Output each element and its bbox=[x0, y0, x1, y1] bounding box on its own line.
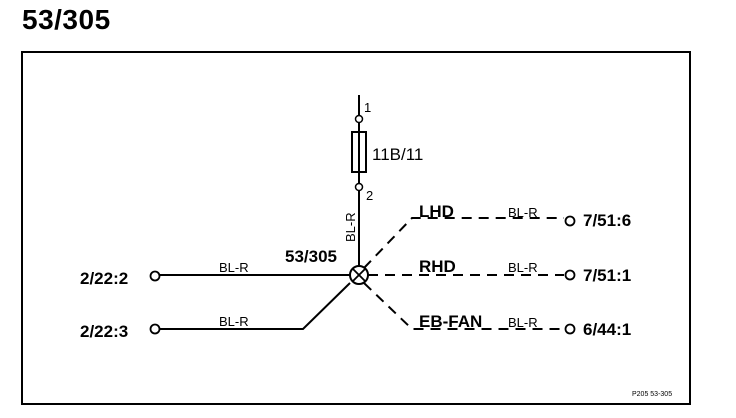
connector-terminal bbox=[149, 323, 161, 335]
wire-color: BL-R bbox=[508, 260, 538, 275]
left-connection-1: 2/22:2 BL-R bbox=[80, 260, 350, 288]
connector-label: 2/22:3 bbox=[80, 322, 128, 341]
diagram-frame bbox=[21, 51, 691, 405]
splice-label: 53/305 bbox=[285, 247, 337, 266]
variant-label: RHD bbox=[419, 257, 456, 276]
fuse-group: 1 2 11B/11 bbox=[351, 95, 423, 203]
wire-color: BL-R bbox=[508, 205, 538, 220]
connector-label: 7/51:1 bbox=[583, 266, 631, 285]
fuse-top-terminal bbox=[354, 114, 364, 124]
fuse-bottom-terminal bbox=[354, 182, 364, 192]
right-connection-lhd: LHD BL-R 7/51:6 bbox=[363, 202, 631, 269]
wire-color: BL-R bbox=[508, 315, 538, 330]
right-connection-rhd: RHD BL-R 7/51:1 bbox=[368, 257, 631, 285]
connector-terminal bbox=[564, 269, 576, 281]
connector-label: 6/44:1 bbox=[583, 320, 631, 339]
wire-color: BL-R bbox=[219, 314, 249, 329]
connector-terminal bbox=[564, 323, 576, 335]
fuse-label: 11B/11 bbox=[372, 145, 423, 164]
variant-label: EB-FAN bbox=[419, 312, 482, 331]
connector-label: 2/22:2 bbox=[80, 269, 128, 288]
connector-terminal bbox=[564, 215, 576, 227]
vertical-wire-color: BL-R bbox=[343, 212, 358, 242]
connector-terminal bbox=[149, 270, 161, 282]
fuse-top-pin: 1 bbox=[364, 100, 371, 115]
reference-code: P205 53-305 bbox=[632, 391, 672, 398]
fuse-bottom-pin: 2 bbox=[366, 188, 373, 203]
page-title: 53/305 bbox=[22, 4, 111, 35]
variant-label: LHD bbox=[419, 202, 454, 221]
wire-color: BL-R bbox=[219, 260, 249, 275]
splice-symbol bbox=[349, 265, 369, 285]
connector-label: 7/51:6 bbox=[583, 211, 631, 230]
right-connection-eb-fan: EB-FAN BL-R 6/44:1 bbox=[363, 282, 631, 339]
left-connection-2: 2/22:3 BL-R bbox=[80, 282, 351, 341]
